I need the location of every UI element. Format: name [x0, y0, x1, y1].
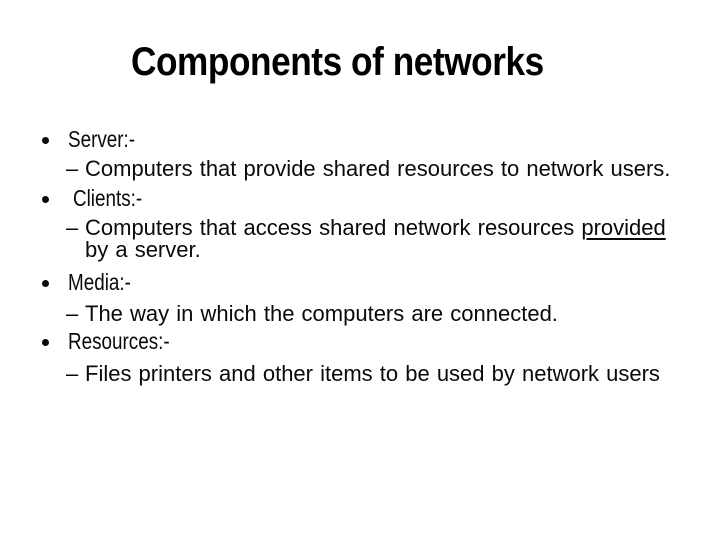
sub-bullet-text-resources: Files printers and other items to be use…: [85, 361, 660, 386]
bullet-item-server: Server:-: [0, 128, 720, 162]
bullet-label-server: Server:-: [68, 126, 136, 152]
bullet-item-clients: Clients:-: [0, 187, 720, 221]
bullet-dot-icon: [42, 339, 49, 346]
underlined-word: provided: [581, 215, 666, 240]
dash-icon: –: [66, 215, 79, 240]
slide-title: Components of networks: [131, 40, 544, 84]
sub-bullet-server: – Computers that provide shared resource…: [0, 158, 720, 192]
bullet-label-clients: Clients:-: [73, 185, 143, 211]
sub-bullet-text-server: Computers that provide shared resources …: [85, 156, 671, 181]
bullet-item-resources: Resources:-: [0, 330, 720, 364]
sub-bullet-text-clients: Computers that access shared network res…: [85, 217, 720, 261]
sub-bullet-media: – The way in which the computers are con…: [0, 303, 720, 337]
dash-icon: –: [66, 156, 79, 181]
dash-icon: –: [66, 361, 79, 386]
dash-icon: –: [66, 301, 79, 326]
sub-bullet-text-clients-part2: by a server.: [85, 237, 201, 262]
bullet-dot-icon: [42, 137, 49, 144]
sub-bullet-text-clients-part1: Computers that access shared network res…: [85, 215, 582, 240]
bullet-label-media: Media:-: [68, 269, 131, 295]
bullet-dot-icon: [42, 196, 49, 203]
bullet-label-resources: Resources:-: [68, 328, 170, 354]
sub-bullet-text-media: The way in which the computers are conne…: [85, 301, 558, 326]
sub-bullet-clients: – Computers that access shared network r…: [0, 217, 720, 265]
bullet-item-media: Media:-: [0, 271, 720, 305]
sub-bullet-resources: – Files printers and other items to be u…: [0, 363, 720, 397]
bullet-dot-icon: [42, 280, 49, 287]
